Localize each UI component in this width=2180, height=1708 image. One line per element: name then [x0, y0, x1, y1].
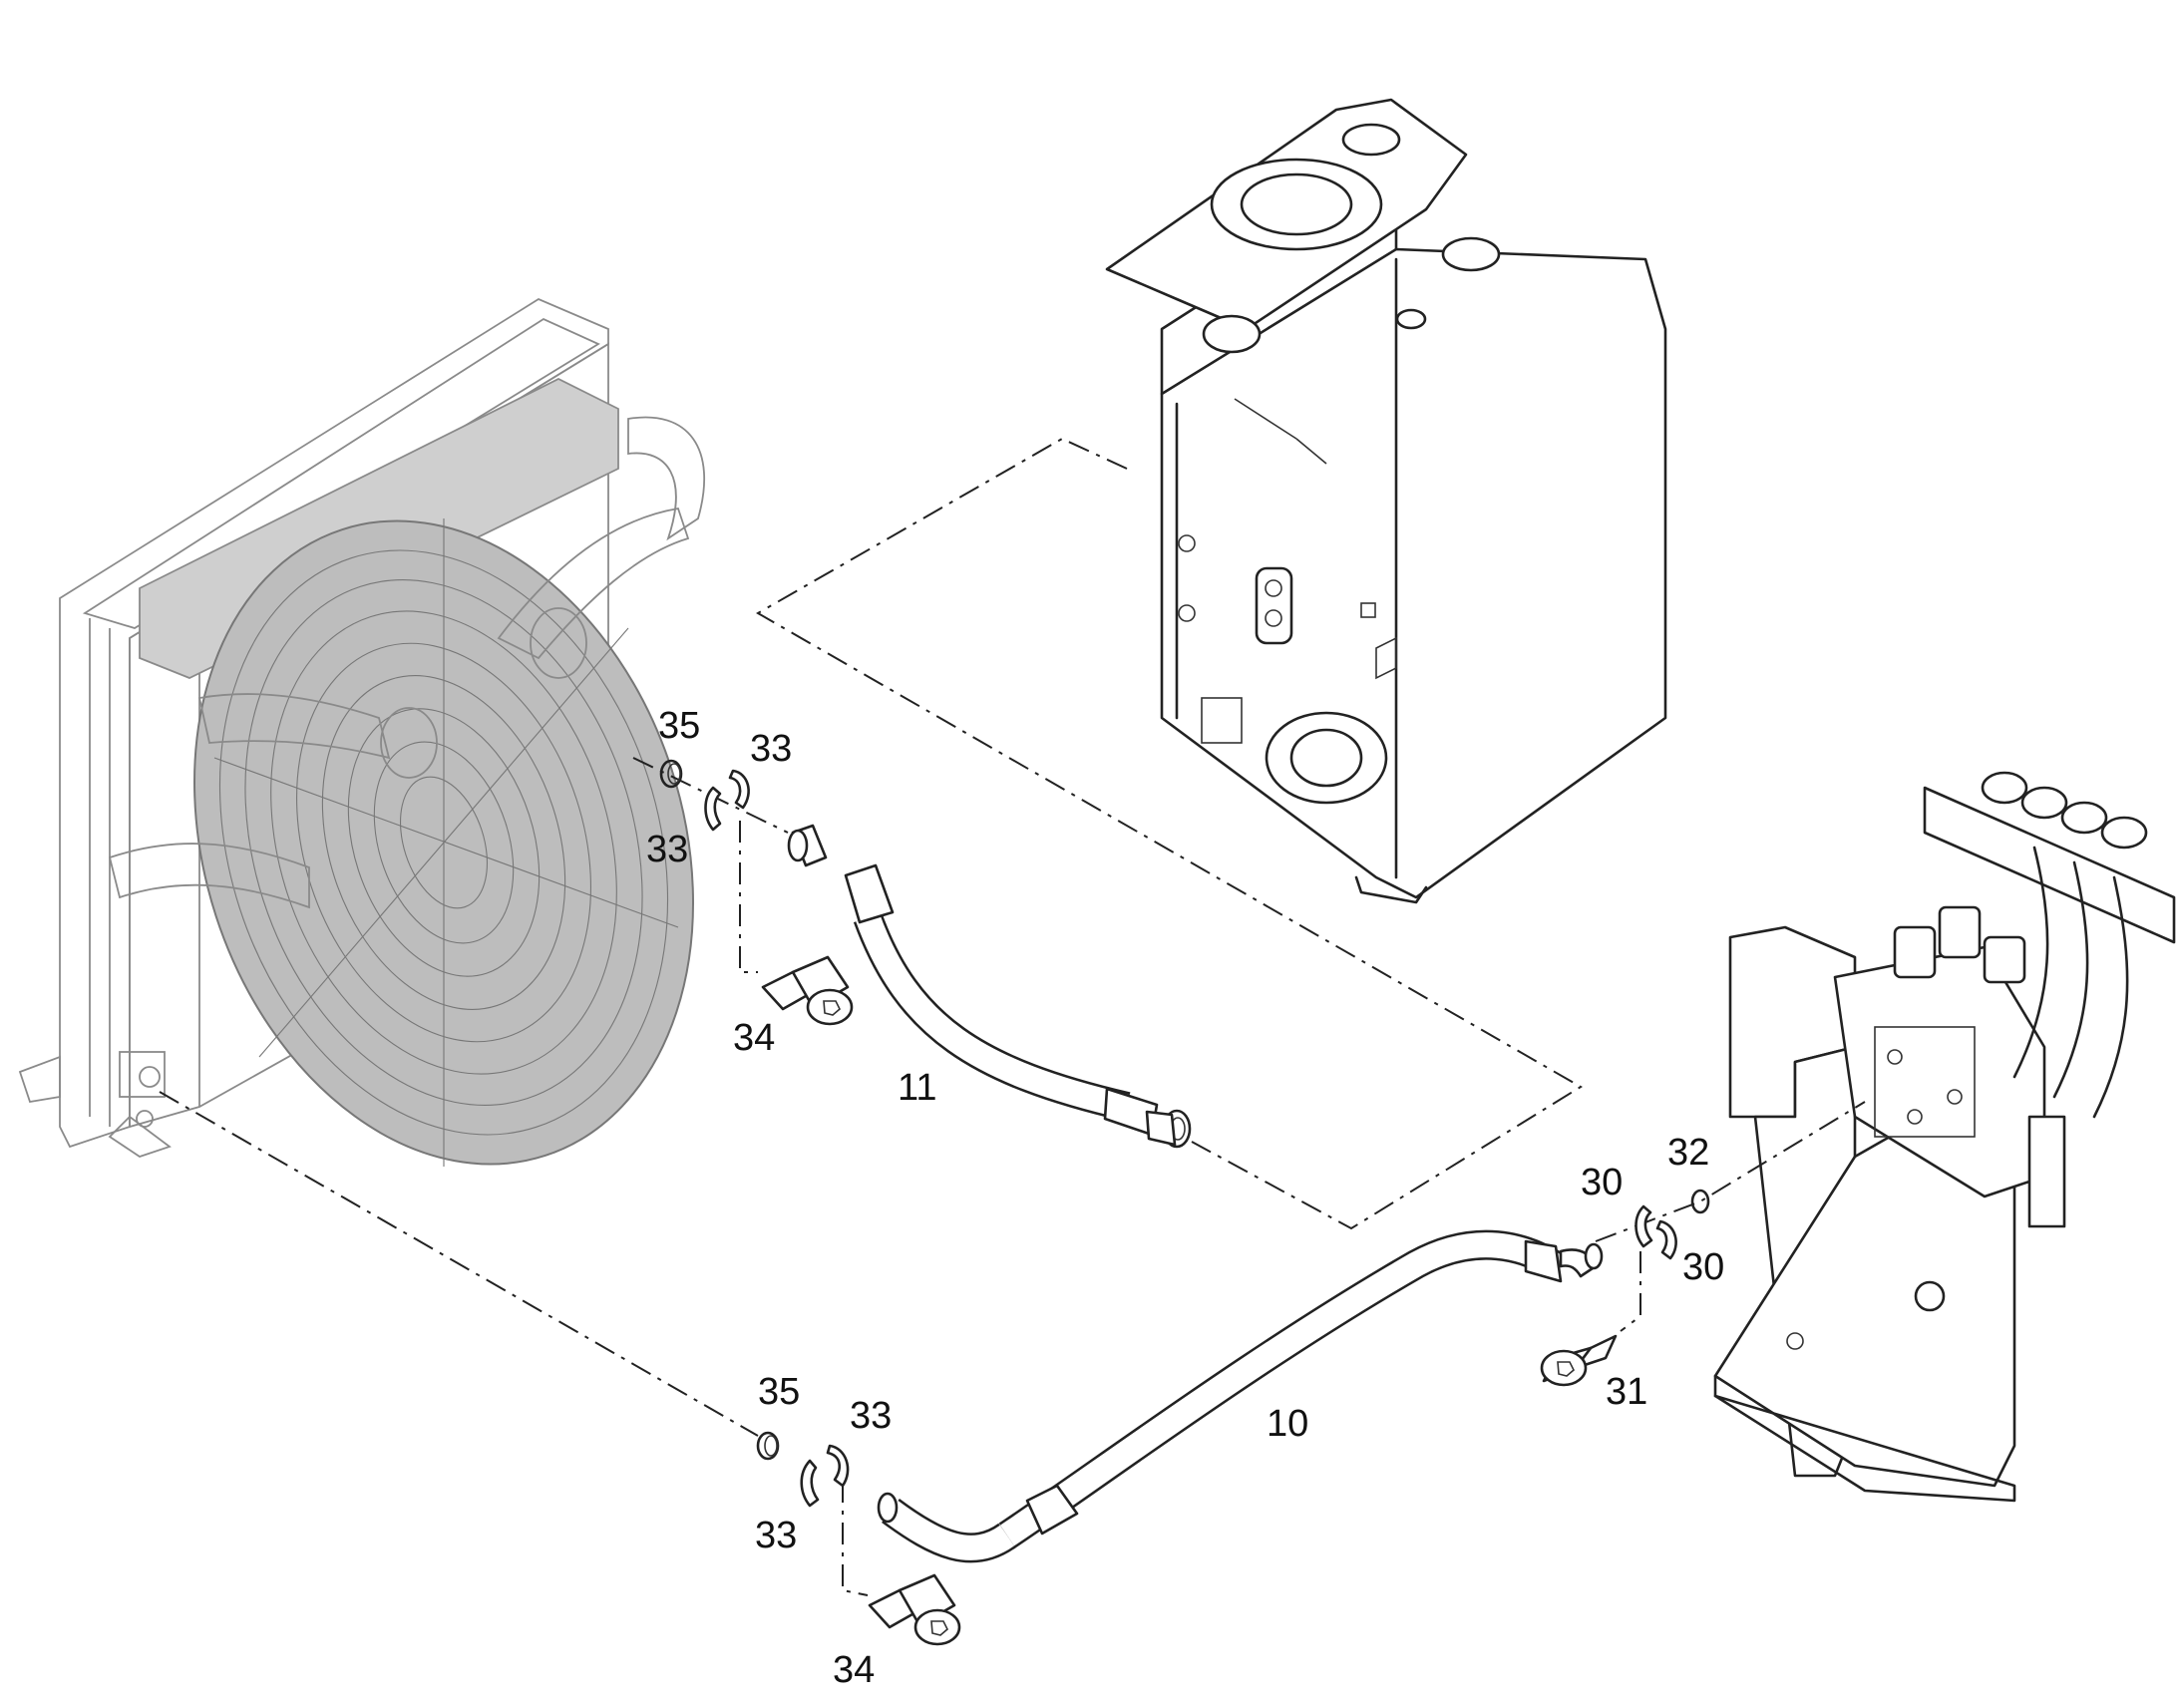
hose-11 — [787, 824, 1192, 1149]
label-11: 11 — [898, 1067, 936, 1109]
label-32: 32 — [1667, 1132, 1709, 1174]
hydraulic-tank — [1105, 98, 1667, 904]
cap-screw-34-lower — [868, 1573, 961, 1646]
hose-10 — [877, 1229, 1604, 1563]
control-valve-bracket — [1713, 771, 2176, 1503]
cap-screw-34-upper — [761, 955, 854, 1026]
label-30-lower: 30 — [1682, 1246, 1724, 1288]
label-34-lower: 34 — [833, 1649, 875, 1691]
label-10: 10 — [1267, 1403, 1308, 1445]
flange-half-33-lower — [800, 1444, 850, 1508]
o-ring-35-lower — [756, 1431, 780, 1461]
label-31: 31 — [1606, 1371, 1647, 1413]
o-ring-32 — [1690, 1189, 1710, 1214]
label-33-lower-right: 33 — [850, 1395, 892, 1437]
label-35-upper: 35 — [658, 705, 700, 747]
callout-labels: 35 33 33 34 11 35 33 33 34 10 30 32 30 3… — [646, 705, 1724, 1691]
label-30-upper: 30 — [1581, 1162, 1623, 1203]
o-ring-35-upper — [659, 759, 683, 789]
cap-screw-31 — [1540, 1334, 1618, 1387]
label-33-lower-left: 33 — [755, 1515, 797, 1556]
radiator-fan-assembly — [18, 297, 706, 1167]
flange-half-30 — [1635, 1204, 1677, 1260]
label-33-upper-right: 33 — [750, 728, 792, 770]
flange-half-33-upper — [704, 769, 750, 832]
label-35-lower: 35 — [758, 1371, 800, 1413]
label-34-upper: 34 — [733, 1017, 775, 1059]
label-33-upper-left: 33 — [646, 829, 688, 870]
